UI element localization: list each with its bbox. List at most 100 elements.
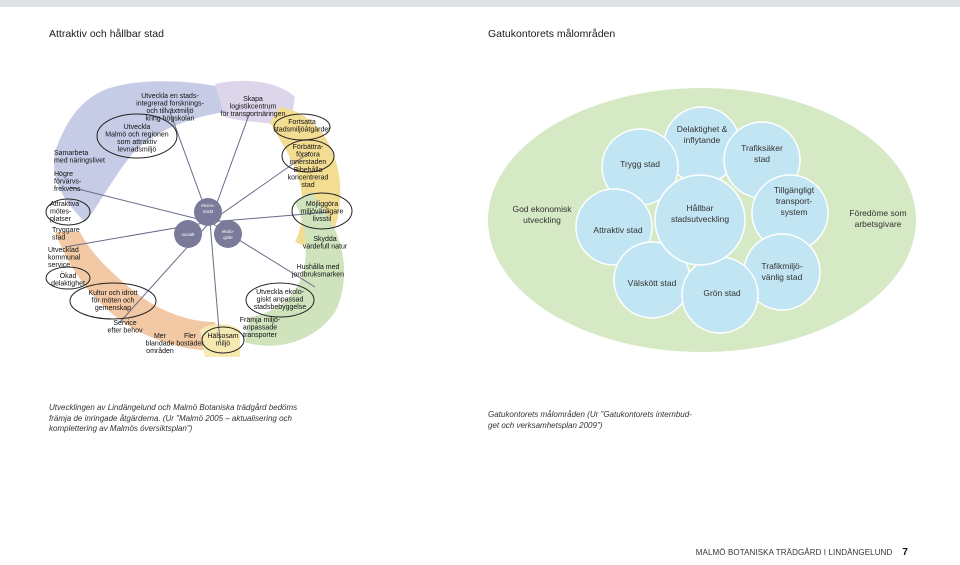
right-caption: Gatukontorets målområden (Ur "Gatukontor…	[488, 410, 692, 431]
label-a10-line-1: Möjliggöra	[306, 201, 338, 208]
goal-p2-line-2: stad	[754, 154, 770, 164]
label-a5-line-1: Fortsatta	[288, 119, 316, 126]
label-a7-line-3: stad	[301, 182, 314, 189]
goal-p7: Välskött stad	[628, 278, 677, 288]
label-a19-line-2: efter behov	[107, 328, 143, 335]
goal-p4-line-1: Tillgängligt	[774, 185, 815, 195]
goal-p5: Attraktiv stad	[593, 225, 642, 235]
label-a19-line-1: Service	[113, 320, 136, 327]
circle-highlight-participation	[45, 266, 91, 290]
blob-economic	[54, 81, 226, 222]
goal-outer-left-line-2: utveckling	[523, 215, 561, 225]
right-caption-line-1: Gatukontorets målområden (Ur "Gatukontor…	[488, 410, 692, 419]
left-caption-line-3: komplettering av Malmös översiktsplan")	[49, 424, 193, 433]
goal-p1: Delaktighet &inflytande	[677, 124, 728, 145]
label-a12-line-1: Skydda	[313, 236, 336, 243]
label-a18-line-1: Främja miljö-	[240, 317, 281, 324]
hub-social	[174, 220, 202, 248]
label-a3-line-4: levnadsmiljö	[118, 147, 157, 154]
label-a2-line-2: logistikcentrum	[230, 104, 277, 111]
goal-p3: Trygg stad	[620, 159, 660, 169]
goal-outer-right-line-1: Föredöme som	[849, 208, 906, 218]
left-heading: Attraktiv och hållbar stad	[49, 28, 164, 40]
label-a4-line-1: Samarbeta	[54, 150, 88, 157]
goal-p6-line-2: vänlig stad	[762, 272, 803, 282]
goal-center-line-1: Hållbar	[687, 203, 714, 213]
goal-p3-line-1: Trygg stad	[620, 159, 660, 169]
label-a14-line-1: Hushålla med	[297, 263, 340, 271]
footer-title: MALMÖ BOTANISKA TRÄDGÅRD I LINDÄNGELUND	[695, 548, 893, 557]
label-a1: Utveckla en stads-integrerad forsknings-…	[136, 93, 204, 123]
blob-orange	[55, 232, 220, 351]
label-a16-line-2: för möten och	[92, 298, 135, 305]
hub-economic-label-2: miskt	[203, 209, 214, 214]
page-number: 7	[902, 547, 908, 558]
goal-p4-line-3: system	[781, 207, 808, 217]
petal-attractive	[575, 188, 653, 266]
label-a18-line-3: transporter	[243, 332, 278, 339]
label-a8-line-3: frekvens	[54, 186, 81, 193]
top-rule	[0, 0, 960, 7]
label-a10-line-2: miljövänligare	[301, 209, 344, 216]
circle-highlight-health	[201, 326, 245, 354]
label-a10-line-3: livsstil	[313, 216, 332, 223]
label-a22-line-2: miljö	[216, 341, 230, 348]
label-a7-line-2: koncentrerad	[288, 175, 329, 182]
label-a8-line-2: förvärvs-	[54, 179, 82, 186]
label-a11-line-1: Tryggare	[52, 227, 80, 234]
page-footer: MALMÖ BOTANISKA TRÄDGÅRD I LINDÄNGELUND 7	[696, 547, 908, 565]
diagram-labels: Utveckla en stads-integrerad forsknings-…	[48, 93, 348, 355]
label-a6-line-1: Förbättra-	[293, 144, 324, 151]
hub-economic-label: ekono-	[201, 203, 215, 208]
center-circle	[654, 174, 746, 266]
label-a4-line-2: med näringslivet	[54, 158, 105, 165]
left-caption: Utvecklingen av Lindängelund och Malmö B…	[49, 403, 297, 435]
hub-social-label: socialt	[182, 232, 196, 237]
hub-ecological-label-2: giskt	[223, 235, 233, 240]
blob-green	[245, 192, 345, 346]
right-caption-line-2: get och verksamhetsplan 2009")	[488, 420, 603, 430]
goal-p4-line-2: transport-	[776, 196, 813, 206]
label-a17-line-2: giskt anpassad	[257, 297, 304, 304]
circle-highlight-region	[96, 113, 178, 159]
label-a15-line-1: Ökad	[60, 272, 77, 280]
label-a6-line-2: förstora	[296, 152, 320, 159]
goal-p5-line-1: Attraktiv stad	[593, 225, 642, 235]
goal-outer-right-line-2: arbetsgivare	[855, 219, 902, 229]
label-a2-line-3: för transportnäringen	[221, 111, 286, 118]
circle-highlight-lifestyle	[291, 192, 353, 230]
label-a5-line-2: stadsmiljöåtgärder	[273, 126, 331, 134]
label-a13-line-1: Utvecklad	[48, 247, 79, 254]
label-a17: Utveckla ekolo-giskt anpassadstadsbebygg…	[254, 289, 307, 311]
label-a2-line-1: Skapa	[243, 96, 263, 103]
left-caption-line-1: Utvecklingen av Lindängelund och Malmö B…	[49, 403, 298, 412]
label-a17-line-1: Utveckla ekolo-	[256, 289, 305, 296]
label-a9-line-2: mötes-	[50, 209, 72, 216]
goal-areas-diagram: Delaktighet &inflytandeTrafiksäkerstadTr…	[488, 88, 916, 352]
goal-p7-line-1: Välskött stad	[628, 278, 677, 288]
label-a6-line-3: innerstaden	[290, 159, 327, 166]
goal-p2-line-1: Trafiksäker	[741, 143, 783, 153]
goal-p6-line-1: Trafikmiljö-	[761, 261, 802, 271]
sustainability-diagram: ekono- miskt socialt ekolo- giskt Utveck…	[45, 80, 353, 357]
goal-center-line-2: stadsutveckling	[671, 214, 729, 224]
hub-ecological	[214, 220, 242, 248]
